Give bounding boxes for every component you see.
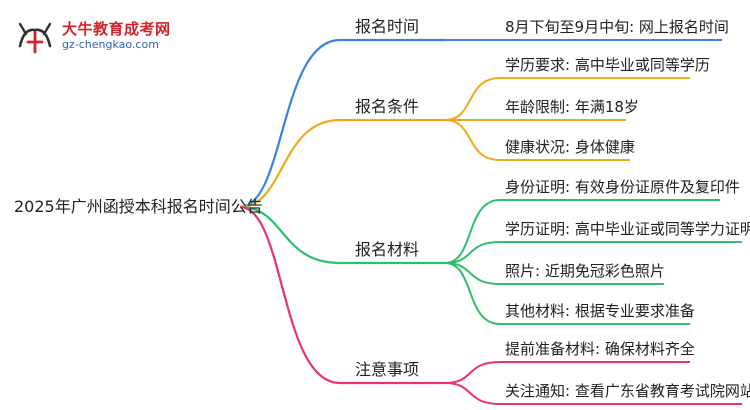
leaf-connector-3-3 (444, 262, 501, 285)
bull-logo-icon (18, 22, 52, 54)
leaf-connector-3-2 (444, 241, 501, 264)
leaf-label-2-2: 年龄限制: 年满18岁 (505, 98, 639, 116)
branch-connector-1 (239, 38, 341, 209)
leaf-connector-2-3 (444, 119, 501, 161)
leaf-connector-3-1 (444, 199, 501, 264)
leaf-label-3-2: 学历证明: 高中毕业证或同等学力证明 (505, 220, 750, 238)
leaf-label-3-3: 照片: 近期免冠彩色照片 (505, 262, 665, 280)
leaf-label-2-1: 学历要求: 高中毕业或同等学历 (505, 56, 710, 74)
leaf-connector-4-2 (444, 382, 501, 405)
leaf-connector-2-1 (444, 77, 501, 121)
leaf-label-3-4: 其他材料: 根据专业要求准备 (505, 302, 695, 320)
logo-url: gz-chengkao.com (62, 38, 159, 51)
leaf-label-4-2: 关注通知: 查看广东省教育考试院网站 (505, 382, 750, 400)
branch-connector-2 (239, 118, 341, 209)
root-topic: 2025年广州函授本科报名时间公告 (14, 197, 263, 216)
leaf-connector-4-1 (444, 361, 501, 384)
leaf-label-2-3: 健康状况: 身体健康 (505, 138, 635, 156)
branch-connector-4 (239, 205, 341, 385)
logo-name: 大牛教育成考网 (62, 20, 171, 38)
leaf-connector-3-4 (444, 262, 501, 325)
branch-label-1: 报名时间 (355, 17, 420, 36)
branch-label-4: 注意事项 (355, 360, 420, 379)
site-logo: 大牛教育成考网 gz-chengkao.com (14, 16, 214, 58)
branch-label-2: 报名条件 (355, 97, 420, 116)
branch-connector-3 (239, 205, 341, 265)
branch-label-3: 报名材料 (355, 240, 420, 259)
leaf-label-4-1: 提前准备材料: 确保材料齐全 (505, 340, 695, 358)
leaf-label-1-1: 8月下旬至9月中旬: 网上报名时间 (505, 18, 729, 36)
leaf-label-3-1: 身份证明: 有效身份证原件及复印件 (505, 178, 740, 196)
